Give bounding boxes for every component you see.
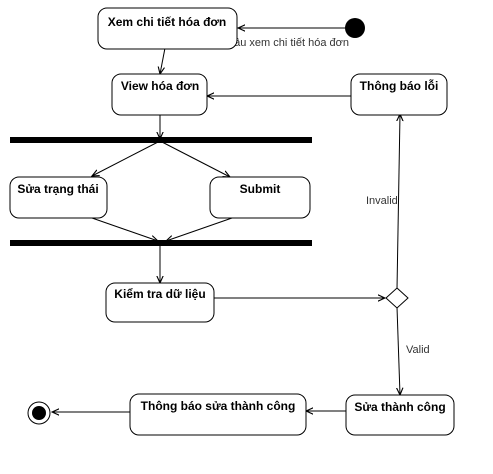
node-thong-bao-loi: Thông báo lỗi <box>350 73 448 116</box>
end-node <box>27 401 51 425</box>
start-node <box>345 18 365 38</box>
node-submit-label: Submit <box>240 182 281 196</box>
join-bar <box>10 240 312 246</box>
edge-fork-to-sua <box>92 141 159 176</box>
decision-node <box>385 287 409 309</box>
node-kiem-tra: Kiểm tra dữ liệu <box>105 282 215 323</box>
node-thong-bao-sua: Thông báo sửa thành công <box>129 393 307 436</box>
node-sua-thanh-cong: Sửa thành công <box>345 394 455 436</box>
edge-fork-to-submit <box>161 141 230 177</box>
edge-sua-to-join <box>91 217 158 241</box>
fork-bar <box>10 137 312 143</box>
node-view-hoa-don: View hóa đơn <box>111 73 208 116</box>
node-thong-bao-sua-label: Thông báo sửa thành công <box>141 399 296 413</box>
node-sua-trang-thai: Sửa trạng thái <box>9 176 108 219</box>
edge-decision-to-loi <box>397 114 400 290</box>
edge-label-request: Yêu cầu xem chi tiết hóa đơn <box>206 37 349 49</box>
edge-xem-to-view <box>160 47 166 74</box>
node-xem-chi-tiet-label: Xem chi tiết hóa đơn <box>108 15 227 29</box>
node-view-hoa-don-label: View hóa đơn <box>121 79 199 93</box>
node-xem-chi-tiet: Xem chi tiết hóa đơn <box>97 7 238 50</box>
node-sua-trang-thai-label: Sửa trạng thái <box>17 182 98 196</box>
node-thong-bao-loi-label: Thông báo lỗi <box>360 78 439 93</box>
edges <box>52 28 400 412</box>
edge-submit-to-join <box>166 217 233 241</box>
node-kiem-tra-label: Kiểm tra dữ liệu <box>114 287 205 301</box>
node-submit: Submit <box>209 176 311 219</box>
edge-label-valid: Valid <box>406 344 430 356</box>
edge-decision-to-thanh-cong <box>397 306 400 395</box>
edge-label-invalid: Invalid <box>366 195 398 207</box>
node-sua-thanh-cong-label: Sửa thành công <box>354 400 445 414</box>
